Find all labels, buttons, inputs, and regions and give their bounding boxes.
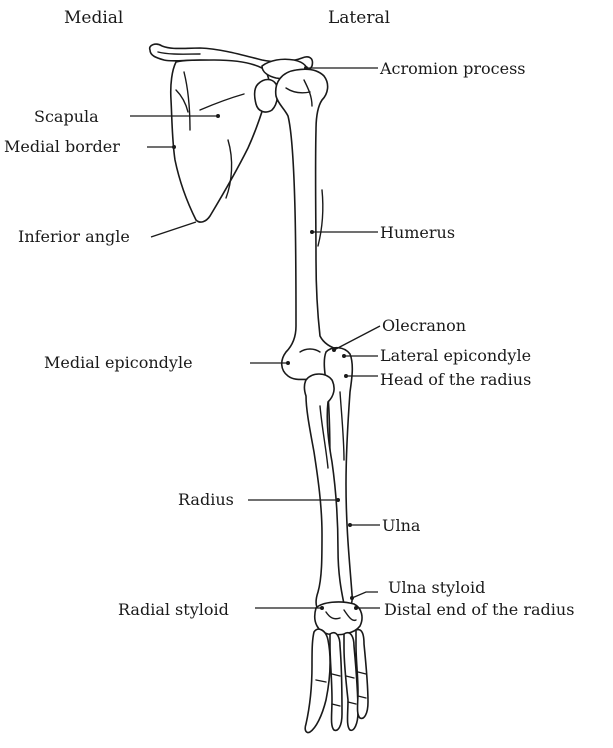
label-olecranon: Olecranon (382, 316, 466, 336)
lateral-header: Lateral (328, 8, 390, 28)
label-lateral-epicondyle: Lateral epicondyle (380, 346, 531, 366)
label-medial-border: Medial border (4, 137, 120, 157)
label-ulna-styloid: Ulna styloid (388, 578, 485, 598)
label-ulna: Ulna (382, 516, 420, 536)
label-medial-epicondyle: Medial epicondyle (44, 353, 193, 373)
humerus-bone (276, 69, 348, 380)
label-scapula: Scapula (34, 107, 99, 127)
label-distal-end-radius: Distal end of the radius (384, 600, 574, 620)
label-radial-styloid: Radial styloid (118, 600, 229, 620)
label-inferior-angle: Inferior angle (18, 227, 130, 247)
label-head-of-radius: Head of the radius (380, 370, 531, 390)
medial-header: Medial (64, 8, 123, 28)
glenoid (255, 80, 278, 113)
scapula-outline (171, 60, 269, 222)
label-acromion-process: Acromion process (380, 59, 525, 79)
label-radius: Radius (178, 490, 234, 510)
label-humerus: Humerus (380, 223, 455, 243)
